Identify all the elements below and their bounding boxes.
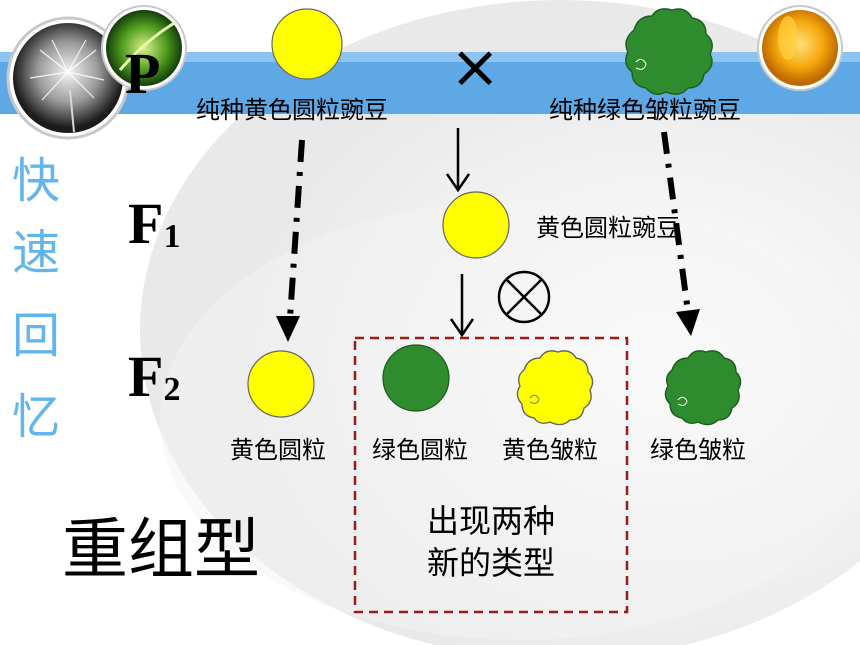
sidebar-char-3: 回 xyxy=(12,308,61,364)
parent-green-wrinkled-pea xyxy=(625,8,713,95)
f2-green-wrinkled-pea xyxy=(664,350,742,426)
leaf-photo xyxy=(101,5,187,91)
parent-yellow-round-pea xyxy=(271,8,343,80)
f2-label-yellow-wrinkled: 黄色皱粒 xyxy=(502,436,598,464)
generation-f1-subscript: 1 xyxy=(163,218,181,255)
f2-yellow-round-pea xyxy=(247,350,315,418)
f2-label-yellow-round: 黄色圆粒 xyxy=(230,436,326,464)
recombinant-note: 出现两种 新的类型 xyxy=(355,500,627,584)
recombinant-note-line-1: 出现两种 xyxy=(426,502,555,540)
generation-f2-subscript: 2 xyxy=(163,371,181,408)
generation-f2-label: F2 xyxy=(128,344,181,409)
f2-green-round-pea xyxy=(382,344,450,412)
f2-label-green-wrinkled: 绿色皱粒 xyxy=(650,436,746,464)
header-banner-highlight xyxy=(0,52,860,62)
f2-yellow-wrinkled-pea xyxy=(516,350,594,426)
generation-f1-label: F1 xyxy=(128,191,181,256)
sidebar-char-4: 忆 xyxy=(12,389,61,445)
sidebar-char-1: 快 xyxy=(12,153,61,209)
dashed-arrow-green-wrinkled xyxy=(661,131,700,336)
arrow-f1-to-f2 xyxy=(449,274,475,338)
recombinant-title: 重组型 xyxy=(62,511,260,588)
f1-yellow-round-pea xyxy=(442,191,510,259)
parent-right-label: 纯种绿色皱粒豌豆 xyxy=(549,96,741,124)
parent-left-label: 纯种黄色圆粒豌豆 xyxy=(196,96,388,124)
orange-fruit-photo xyxy=(757,5,843,91)
f2-label-green-round: 绿色圆粒 xyxy=(372,436,468,464)
dashed-arrow-yellow-round xyxy=(276,139,305,342)
generation-p-label: P xyxy=(125,41,161,106)
background-swirl-edge xyxy=(160,200,860,640)
f1-label: 黄色圆粒豌豆 xyxy=(536,214,680,242)
recombinant-dashed-box xyxy=(353,336,629,614)
selfing-symbol xyxy=(497,270,551,324)
dandelion-photo xyxy=(6,16,130,140)
cross-symbol: × xyxy=(450,32,501,102)
sidebar-char-2: 速 xyxy=(12,225,61,281)
arrow-parents-to-f1 xyxy=(445,128,471,193)
recombinant-note-line-2: 新的类型 xyxy=(426,544,555,582)
